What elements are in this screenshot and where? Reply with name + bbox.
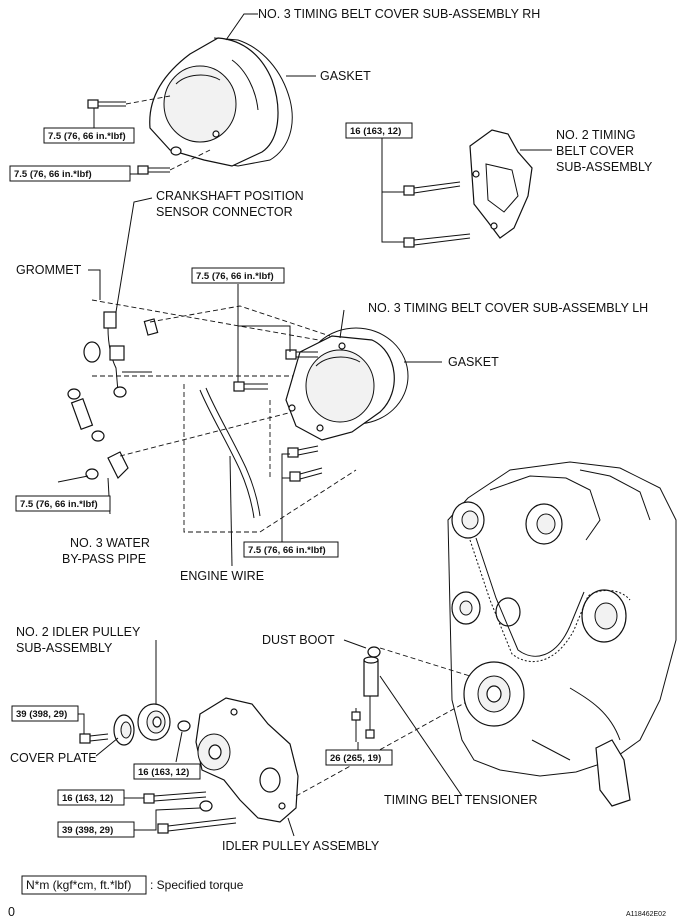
bolt — [143, 791, 207, 804]
label-tensioner: TIMING BELT TENSIONER — [384, 793, 538, 807]
bolt — [285, 349, 318, 360]
label-cover-plate: COVER PLATE — [10, 751, 97, 765]
torque-box: 16 (163, 12) — [57, 789, 125, 806]
label-engine-wire: ENGINE WIRE — [180, 569, 264, 583]
svg-text:7.5 (76, 66 in.*lbf): 7.5 (76, 66 in.*lbf) — [14, 169, 92, 180]
label-grommet: GROMMET — [16, 263, 82, 277]
bolt — [137, 165, 170, 175]
svg-text:7.5 (76, 66 in.*lbf): 7.5 (76, 66 in.*lbf) — [20, 499, 98, 510]
svg-text:26 (265, 19): 26 (265, 19) — [330, 753, 381, 764]
svg-text:16 (163, 12): 16 (163, 12) — [138, 767, 189, 778]
svg-text:39 (398, 29): 39 (398, 29) — [16, 709, 67, 720]
svg-text:16 (163, 12): 16 (163, 12) — [350, 126, 401, 137]
bolt — [157, 817, 237, 834]
label-no2-cover-line1: NO. 2 TIMING — [556, 128, 636, 142]
bolt — [403, 233, 471, 248]
label-gasket-rh: GASKET — [320, 69, 371, 83]
engine-drawing — [447, 461, 677, 807]
timing-belt-cover-rh-drawing — [87, 13, 316, 175]
label-gasket-lh: GASKET — [448, 355, 499, 369]
timing-belt-tensioner-drawing — [343, 639, 471, 797]
no2-timing-belt-cover-drawing — [381, 129, 552, 248]
svg-text:16 (163, 12): 16 (163, 12) — [62, 793, 113, 804]
bolt — [233, 381, 268, 392]
label-cover-lh: NO. 3 TIMING BELT COVER SUB-ASSEMBLY LH — [368, 301, 648, 315]
figure-code: A118462E02 — [626, 911, 666, 918]
torque-box: 7.5 (76, 66 in.*lbf) — [191, 267, 285, 284]
label-water-pipe-line1: NO. 3 WATER — [70, 536, 150, 550]
legend-text: : Specified torque — [150, 878, 244, 892]
label-no2-cover-line3: SUB-ASSEMBLY — [556, 160, 653, 174]
label-idler-no2-line2: SUB-ASSEMBLY — [16, 641, 113, 655]
crankshaft-sensor-and-grommet-drawing — [57, 197, 331, 515]
label-crankshaft-line1: CRANKSHAFT POSITION — [156, 189, 304, 203]
label-crankshaft-line2: SENSOR CONNECTOR — [156, 205, 293, 219]
legend-unit: N*m (kgf*cm, ft.*lbf) — [26, 878, 131, 892]
torque-box: 7.5 (76, 66 in.*lbf) — [15, 495, 111, 512]
torque-box: 16 (163, 12) — [345, 122, 413, 139]
idler-pulley-drawing — [70, 640, 471, 837]
svg-text:7.5 (76, 66 in.*lbf): 7.5 (76, 66 in.*lbf) — [248, 545, 326, 556]
torque-box: 16 (163, 12) — [133, 763, 201, 780]
label-idler-no2-line1: NO. 2 IDLER PULLEY — [16, 625, 141, 639]
footer-left: 0 — [8, 905, 15, 919]
svg-text:7.5 (76, 66 in.*lbf): 7.5 (76, 66 in.*lbf) — [48, 131, 126, 142]
bolt — [79, 733, 109, 744]
svg-text:7.5 (76, 66 in.*lbf): 7.5 (76, 66 in.*lbf) — [196, 271, 274, 282]
legend: N*m (kgf*cm, ft.*lbf) : Specified torque — [21, 875, 244, 895]
torque-box: 39 (398, 29) — [57, 821, 135, 838]
torque-box: 7.5 (76, 66 in.*lbf) — [43, 127, 135, 144]
bolt — [403, 181, 461, 196]
torque-box: 7.5 (76, 66 in.*lbf) — [9, 165, 131, 182]
label-cover-rh: NO. 3 TIMING BELT COVER SUB-ASSEMBLY RH — [258, 7, 540, 21]
label-dust-boot: DUST BOOT — [262, 633, 335, 647]
label-water-pipe-line2: BY-PASS PIPE — [62, 552, 146, 566]
torque-box: 26 (265, 19) — [325, 749, 393, 766]
label-idler-assembly: IDLER PULLEY ASSEMBLY — [222, 839, 380, 853]
svg-text:39 (398, 29): 39 (398, 29) — [62, 825, 113, 836]
torque-box: 39 (398, 29) — [11, 705, 79, 722]
timing-belt-cover-lh-drawing — [149, 284, 442, 567]
bolt — [287, 445, 319, 458]
bolt — [87, 99, 126, 109]
label-no2-cover-line2: BELT COVER — [556, 144, 634, 158]
bolt — [289, 467, 323, 482]
torque-box: 7.5 (76, 66 in.*lbf) — [243, 541, 339, 558]
